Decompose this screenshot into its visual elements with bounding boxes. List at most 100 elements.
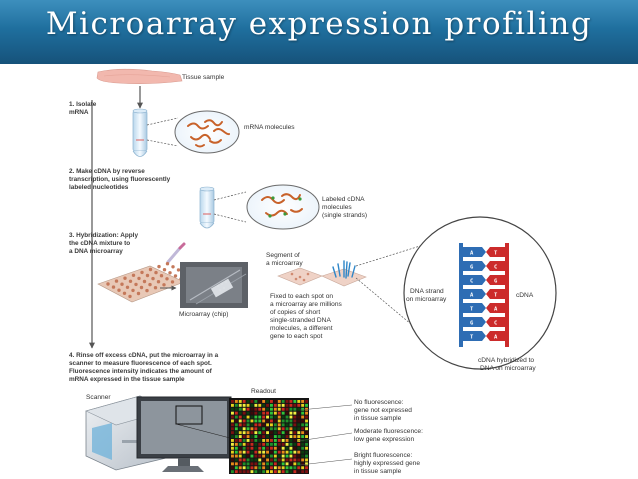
- readout-spot: [270, 450, 273, 454]
- readout-spot: [285, 462, 289, 466]
- readout-spot: [270, 431, 273, 435]
- readout-spot: [273, 439, 277, 442]
- readout-spot: [273, 454, 277, 458]
- readout-spot: [242, 407, 246, 411]
- readout-spot: [250, 450, 254, 454]
- readout-spot: [242, 462, 246, 466]
- readout-spot: [273, 407, 277, 411]
- readout-spot: [258, 442, 262, 446]
- step4-title: 4. Rinse off excess cDNA, put the microa…: [69, 352, 219, 359]
- microarray-spot: [122, 291, 127, 295]
- label-hybridized-2: DNA on microarray: [480, 365, 536, 372]
- readout-spot: [289, 442, 293, 446]
- readout-spot: [270, 470, 273, 474]
- readout-spot: [262, 446, 266, 450]
- readout-spot: [266, 470, 269, 474]
- label-fixed-1: Fixed to each spot on: [270, 293, 334, 300]
- readout-spot: [297, 442, 301, 446]
- dna-base-right: [486, 303, 505, 313]
- readout-spot: [301, 411, 305, 415]
- microarray-spot: [168, 271, 172, 275]
- readout-spot: [242, 411, 246, 415]
- readout-spot: [258, 415, 262, 419]
- label-moderate-fluorescence-1: Moderate fluorescence:: [354, 428, 423, 435]
- readout-spot: [254, 415, 258, 419]
- dna-letter-left: T: [470, 335, 474, 341]
- readout-spot: [234, 431, 238, 435]
- readout-spot: [258, 423, 262, 427]
- readout-spot: [262, 415, 266, 419]
- readout-spot: [277, 442, 281, 446]
- readout-spot: [238, 419, 242, 423]
- readout-spot: [305, 415, 308, 419]
- readout-spot: [254, 454, 258, 458]
- readout-spot: [231, 431, 234, 435]
- readout-spot: [258, 439, 262, 442]
- readout-spot: [270, 427, 273, 431]
- microarray-spot: [117, 288, 121, 292]
- readout-spot: [277, 407, 281, 411]
- readout-spot: [305, 403, 308, 407]
- readout-spot: [273, 462, 277, 466]
- readout-spot: [277, 450, 281, 454]
- step2-title: 2. Make cDNA by reverse: [69, 168, 145, 175]
- readout-pointer-lines: [297, 404, 353, 466]
- readout-spot: [242, 415, 246, 419]
- readout-spot: [273, 470, 277, 474]
- dna-letter-right: A: [494, 307, 498, 313]
- readout-spot: [285, 419, 289, 423]
- readout-spot: [254, 423, 258, 427]
- readout-spot: [293, 442, 297, 446]
- zoom-lines-3: [355, 245, 421, 331]
- microarray-spot: [123, 276, 127, 280]
- readout-spot: [250, 427, 254, 431]
- readout-spot: [246, 427, 250, 431]
- readout-spot: [273, 419, 277, 423]
- readout-spot: [250, 411, 254, 415]
- readout-spot: [262, 454, 266, 458]
- readout-spot: [262, 403, 266, 407]
- readout-spot: [293, 439, 297, 442]
- readout-spot: [258, 458, 262, 462]
- readout-spot: [285, 423, 289, 427]
- readout-spot: [270, 466, 273, 470]
- readout-spot: [250, 442, 254, 446]
- step4-text-1: scanner to measure fluorescence of each …: [69, 360, 212, 367]
- dna-letter-left: A: [470, 293, 474, 299]
- readout-spot: [297, 470, 301, 474]
- readout-spot: [231, 400, 234, 403]
- readout-spot: [281, 407, 285, 411]
- readout-spot: [297, 407, 301, 411]
- readout-spot: [289, 423, 293, 427]
- readout-spot: [289, 407, 293, 411]
- label-no-fluorescence-3: in tissue sample: [354, 415, 402, 422]
- readout-spot: [238, 446, 242, 450]
- readout-spot: [297, 446, 301, 450]
- dna-base-right: [486, 317, 505, 327]
- step1-title: 1. Isolate: [69, 101, 97, 108]
- readout-spot: [277, 400, 281, 403]
- readout-spot: [297, 431, 301, 435]
- microarray-spot: [145, 273, 150, 278]
- readout-spot: [285, 400, 289, 403]
- readout-spot: [238, 400, 242, 403]
- readout-spot: [301, 423, 305, 427]
- readout-spot: [305, 446, 308, 450]
- readout-spot: [234, 427, 238, 431]
- dna-base-left: [463, 247, 486, 257]
- readout-spot: [234, 415, 238, 419]
- readout-spot: [238, 439, 242, 442]
- step4-text-2: Fluorescence intensity indicates the amo…: [69, 368, 212, 375]
- readout-spot: [246, 442, 250, 446]
- readout-spot: [289, 400, 293, 403]
- label-bright-fluorescence-3: in tissue sample: [354, 468, 402, 475]
- dna-base-right: [486, 331, 505, 341]
- readout-spot: [305, 458, 308, 462]
- readout-spot: [297, 419, 301, 423]
- readout-spot: [289, 439, 293, 442]
- readout-spot: [231, 458, 234, 462]
- readout-spot: [285, 454, 289, 458]
- readout-spot: [262, 423, 266, 427]
- readout-spot: [231, 419, 234, 423]
